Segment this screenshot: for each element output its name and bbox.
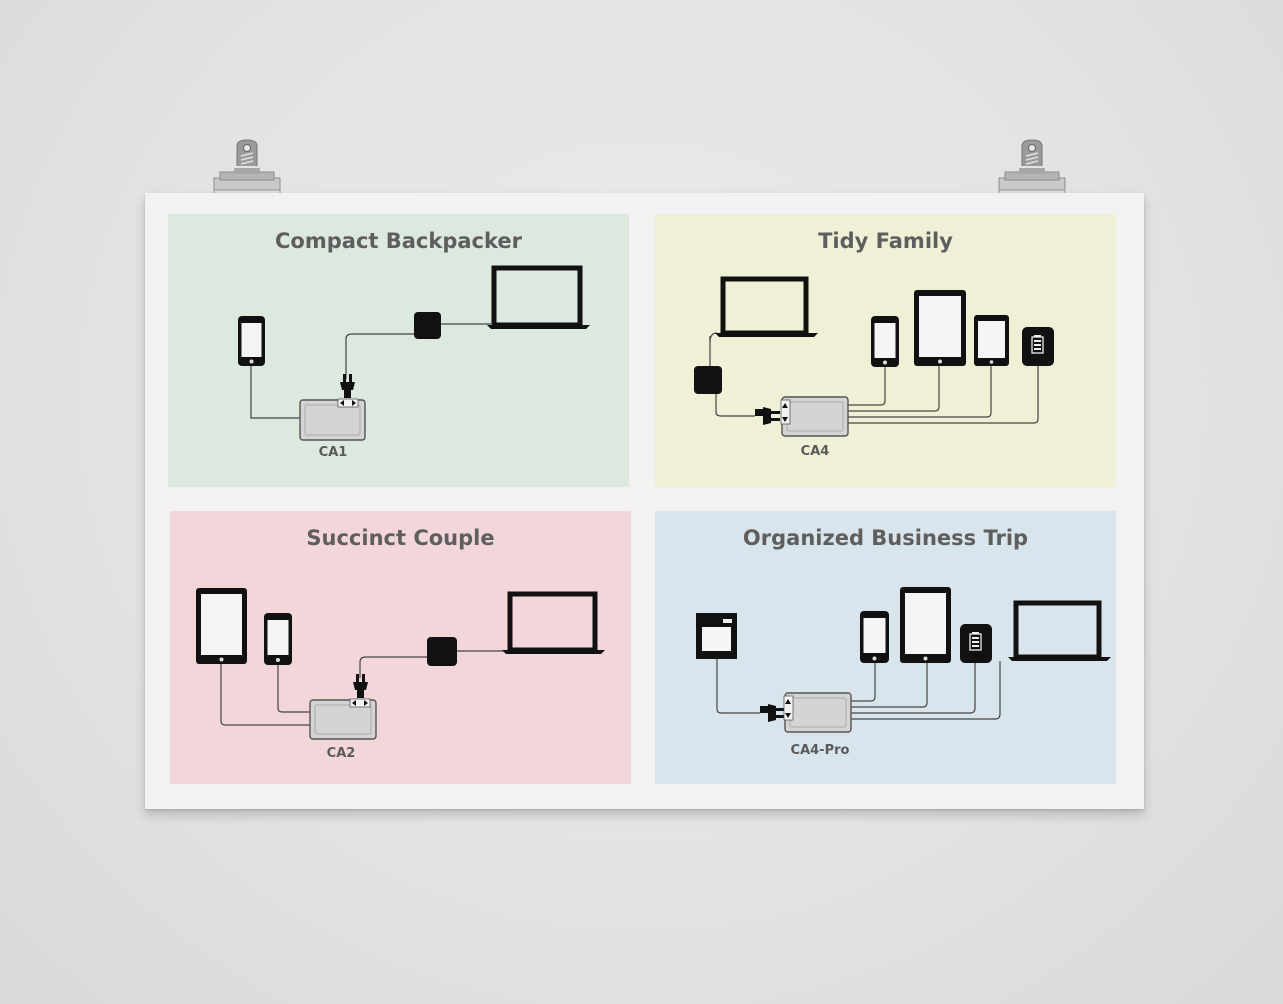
laptop-icon (502, 591, 605, 654)
plug-icon (755, 407, 780, 425)
travel-adapter-icon (783, 692, 852, 733)
laptop-icon (715, 276, 818, 337)
backpacker-diagram (238, 265, 590, 441)
tablet-icon (900, 587, 951, 663)
business-diagram (696, 587, 1111, 733)
smartphone-icon (238, 316, 265, 366)
smartphone-icon (264, 613, 292, 665)
power-brick-icon (427, 637, 457, 666)
battery-pack-icon (960, 624, 992, 663)
plug-icon (353, 674, 368, 698)
panel-title: Succinct Couple (306, 526, 495, 550)
adapter-model-label: CA4-Pro (790, 743, 850, 758)
family-diagram (694, 276, 1054, 437)
panel-title: Tidy Family (818, 229, 953, 253)
power-brick-icon (694, 366, 722, 394)
panel-organized-business-trip: Organized Business Trip CA4-Pro (655, 511, 1116, 784)
tablet-icon (974, 315, 1009, 366)
laptop-icon (487, 265, 590, 329)
tablet-icon (196, 588, 247, 664)
adapter-model-label: CA1 (318, 445, 348, 460)
tablet-icon (914, 290, 966, 366)
couple-diagram (196, 588, 605, 740)
smartphone-icon (871, 316, 899, 367)
panel-succinct-couple: Succinct Couple CA2 (170, 511, 631, 784)
panel-title: Compact Backpacker (275, 229, 522, 253)
panel-title: Organized Business Trip (742, 526, 1029, 550)
panel-compact-backpacker: Compact Backpacker CA1 (168, 214, 629, 487)
poster: Compact Backpacker CA1 (145, 193, 1144, 809)
battery-pack-icon (1022, 327, 1054, 366)
panel-tidy-family: Tidy Family CA4 (655, 214, 1116, 487)
travel-adapter-icon (299, 398, 366, 441)
power-brick-icon (414, 312, 441, 339)
travel-adapter-icon (780, 396, 849, 437)
plug-icon (760, 704, 785, 722)
adapter-model-label: CA2 (326, 746, 356, 761)
power-brick-icon (696, 613, 737, 659)
smartphone-icon (860, 611, 889, 663)
adapter-model-label: CA4 (800, 444, 830, 459)
plug-icon (340, 374, 355, 398)
travel-adapter-icon (309, 698, 377, 740)
laptop-icon (1008, 600, 1111, 661)
